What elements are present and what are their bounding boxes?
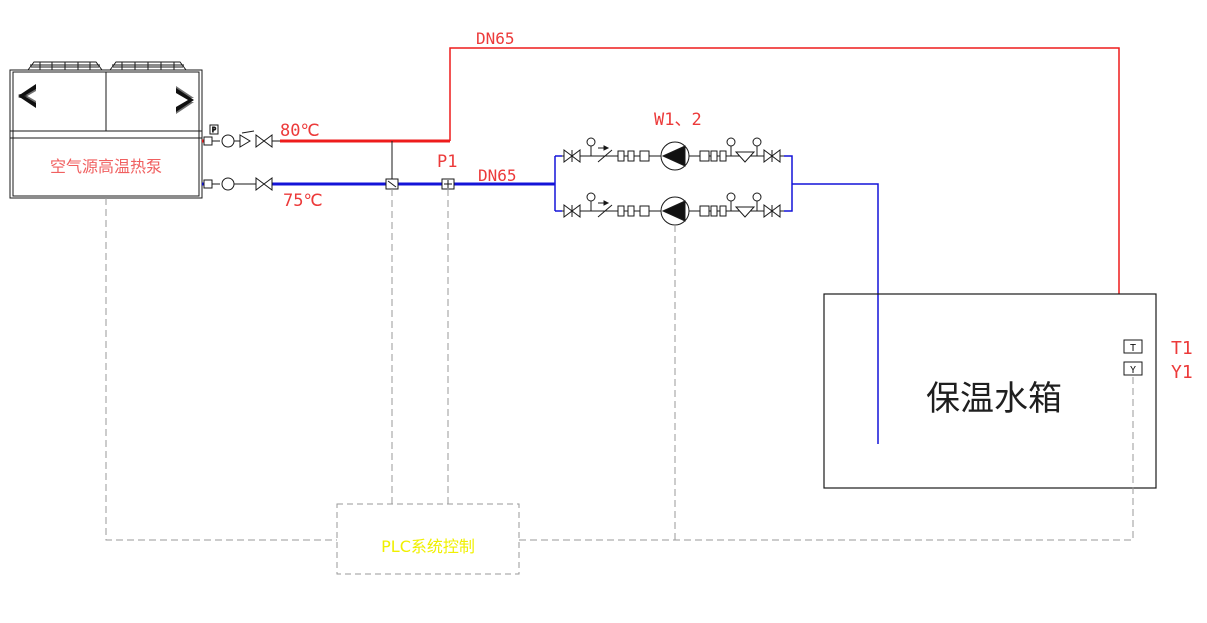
pump-group-label: W1、2 (654, 110, 702, 130)
coil-left (18, 84, 36, 108)
cold-line-fittings (203, 177, 273, 191)
heat-pump-unit (9, 61, 203, 199)
pressure-sensor-p1 (441, 178, 455, 190)
pump-branch-upper (562, 137, 784, 171)
heat-pump-label: 空气源高温热泵 (50, 157, 162, 176)
tank-label: 保温水箱 (926, 379, 1062, 419)
tank-temperature-sensor (1123, 339, 1143, 354)
hot-water-pipe (202, 47, 1120, 294)
plc-controller-box (336, 503, 520, 575)
insulated-water-tank (823, 293, 1157, 489)
fan-grille-left (27, 61, 103, 71)
flow-switch-sensor (385, 178, 399, 190)
pressure-gauge-glyph: P (212, 126, 216, 134)
pump-branch-lower (562, 192, 784, 226)
hot-flow-meter-icon (221, 134, 235, 148)
signal-lines (105, 189, 1134, 541)
hot-line-fittings: P (203, 124, 280, 148)
tank-level-sensor (1123, 361, 1143, 376)
tank-temp-sensor-glyph: T (1130, 343, 1136, 354)
cold-flow-meter-icon (221, 177, 235, 191)
plc-controller-label: PLC系统控制 (381, 537, 475, 556)
tank-level-sensor-glyph: Y (1130, 365, 1136, 376)
pressure-sensor-label: P1 (437, 152, 457, 172)
tank-temp-tag: T1 (1171, 338, 1193, 359)
tank-level-tag: Y1 (1171, 362, 1193, 383)
top-pipe-size-label: DN65 (476, 29, 515, 48)
supply-pipe-size-label: DN65 (478, 166, 517, 185)
fan-grille-right (109, 61, 187, 71)
coil-right (176, 86, 194, 114)
return-temperature-label: 75℃ (283, 191, 323, 211)
hot-temperature-label: 80℃ (280, 121, 320, 141)
